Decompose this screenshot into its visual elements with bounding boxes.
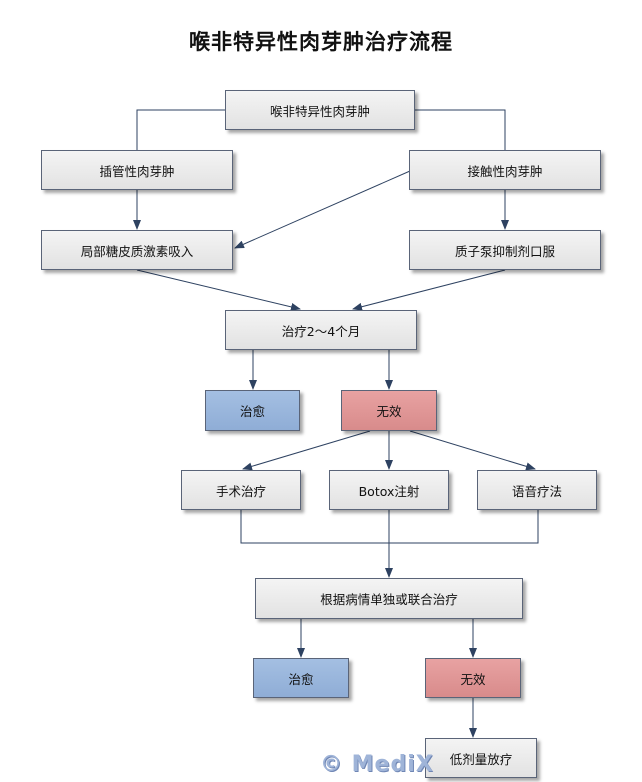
node-surgery: 手术治疗 xyxy=(181,470,301,510)
edge-root-intubation xyxy=(136,109,225,150)
node-low-dose-radiotherapy: 低剂量放疗 xyxy=(425,738,537,778)
watermark: © MediX xyxy=(320,752,434,777)
edge-root-contact xyxy=(415,109,506,150)
node-ineffective-1: 无效 xyxy=(341,390,437,431)
node-inhaled-steroid: 局部糖皮质激素吸入 xyxy=(41,230,233,270)
node-cured-1: 治愈 xyxy=(205,390,300,431)
edge-ineffective-speech xyxy=(409,430,536,471)
node-root: 喉非特异性肉芽肿 xyxy=(225,90,415,130)
node-ppi-oral: 质子泵抑制剂口服 xyxy=(409,230,601,270)
node-botox-injection: Botox注射 xyxy=(329,470,449,510)
edge-contact-steroid xyxy=(234,170,411,249)
edge-steroid-treat xyxy=(136,269,301,311)
node-speech-therapy: 语音疗法 xyxy=(477,470,597,510)
node-intubation-granuloma: 插管性肉芽肿 xyxy=(41,150,233,190)
node-cured-2: 治愈 xyxy=(253,658,349,698)
edge-ineffective-surgery xyxy=(242,430,371,471)
node-contact-granuloma: 接触性肉芽肿 xyxy=(409,150,601,190)
edge-ppi-treat xyxy=(352,269,506,311)
node-ineffective-2: 无效 xyxy=(425,658,521,698)
edge-options-merge xyxy=(240,510,539,544)
node-treat-2-4-months: 治疗2～4个月 xyxy=(225,310,417,350)
page-title: 喉非特异性肉芽肿治疗流程 xyxy=(189,30,453,54)
node-combined-treatment: 根据病情单独或联合治疗 xyxy=(255,578,523,619)
